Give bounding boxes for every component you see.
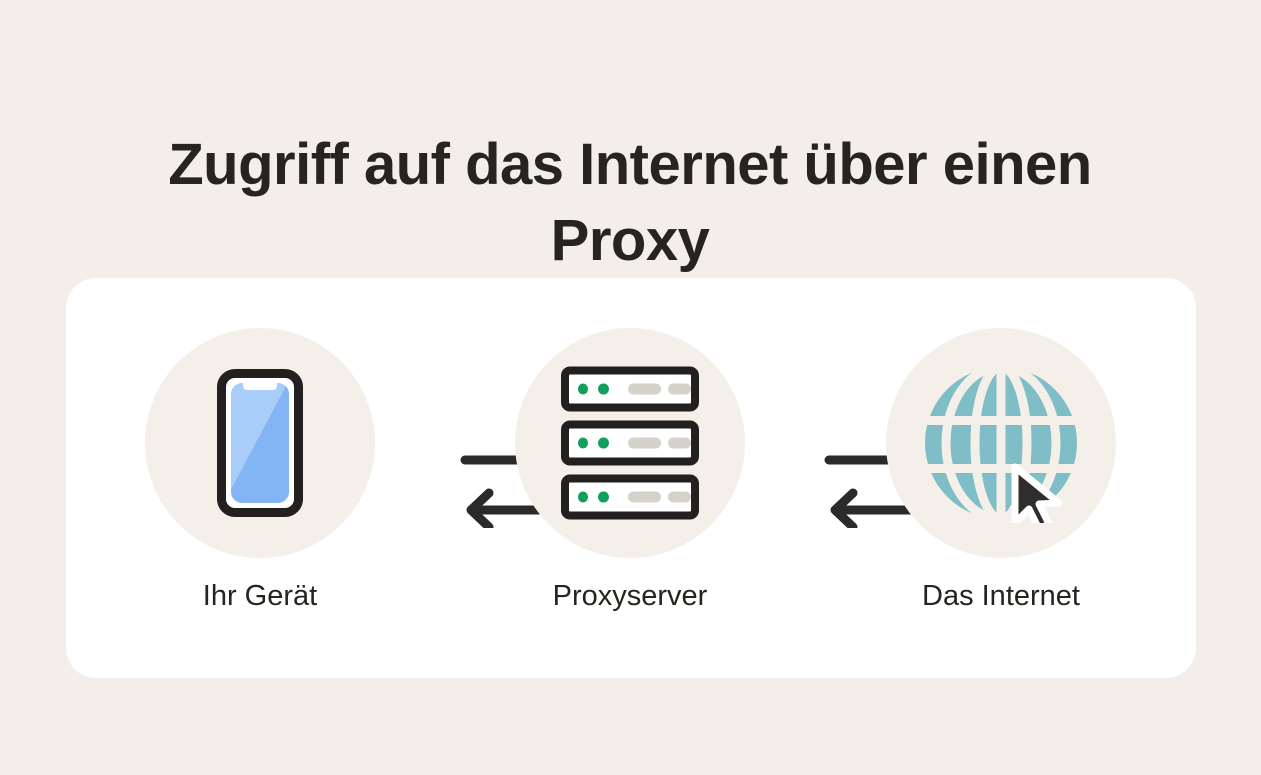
server-bar bbox=[627, 491, 661, 503]
node-device: Ihr Gerät bbox=[140, 328, 380, 613]
node-proxy-circle bbox=[515, 328, 745, 558]
led-green-icon bbox=[578, 437, 589, 449]
server-bar bbox=[667, 437, 691, 449]
server-rack-unit bbox=[561, 420, 699, 466]
led-green-icon bbox=[578, 383, 589, 395]
globe-icon bbox=[925, 367, 1077, 523]
server-rack-unit bbox=[561, 474, 699, 520]
diagram-card: Ihr Gerät bbox=[66, 278, 1196, 678]
node-internet-circle bbox=[886, 328, 1116, 558]
led-green-icon bbox=[598, 491, 609, 503]
node-device-circle bbox=[145, 328, 375, 558]
node-proxy: Proxyserver bbox=[510, 328, 750, 613]
smartphone-screen bbox=[231, 383, 289, 503]
server-bar bbox=[667, 383, 691, 395]
led-green-icon bbox=[578, 491, 589, 503]
node-proxy-label: Proxyserver bbox=[552, 580, 708, 612]
server-rack-icon bbox=[561, 366, 699, 520]
mouse-pointer-icon bbox=[1011, 463, 1063, 523]
page-title: Zugriff auf das Internet über einen Prox… bbox=[168, 131, 1092, 273]
server-bar bbox=[627, 437, 661, 449]
led-green-icon bbox=[598, 383, 609, 395]
node-device-label: Ihr Gerät bbox=[202, 580, 318, 612]
node-internet: Das Internet bbox=[881, 328, 1121, 613]
server-bar bbox=[627, 383, 661, 395]
smartphone-icon bbox=[217, 369, 303, 517]
server-bar bbox=[667, 491, 691, 503]
node-internet-label: Das Internet bbox=[922, 580, 1080, 612]
server-rack-unit bbox=[561, 366, 699, 412]
smartphone-notch bbox=[243, 383, 277, 390]
led-green-icon bbox=[598, 437, 609, 449]
